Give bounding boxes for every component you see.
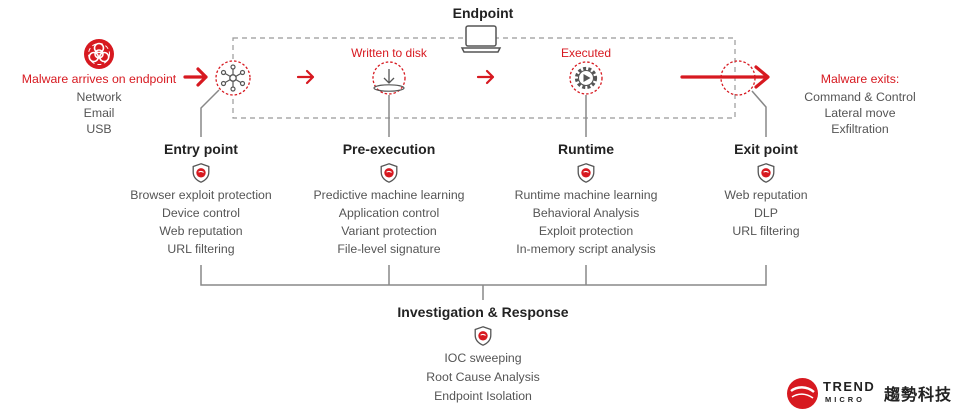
phase-title-runtime: Runtime <box>558 141 614 157</box>
exit-item: Exfiltration <box>831 122 889 136</box>
network-icon <box>215 60 251 96</box>
list-item: DLP <box>754 206 778 220</box>
exit-arrow <box>680 65 770 89</box>
exit-title: Malware exits: <box>820 72 900 86</box>
endpoint-title: Endpoint <box>452 5 514 21</box>
logo-cjk: 趨勢科技 <box>884 387 953 404</box>
exit-node-icon <box>720 60 756 96</box>
list-item: Root Cause Analysis <box>426 370 540 384</box>
connector-exit <box>751 90 767 137</box>
arrival-item: Email <box>83 106 115 120</box>
investigation-list: IOC sweeping Root Cause Analysis Endpoin… <box>398 349 568 406</box>
list-item: In-memory script analysis <box>516 242 656 256</box>
list-item: URL filtering <box>732 224 800 238</box>
phase-list-runtime: Runtime machine learning Behavioral Anal… <box>481 186 691 258</box>
list-item: Web reputation <box>159 224 243 238</box>
list-item: File-level signature <box>337 242 441 256</box>
list-item: IOC sweeping <box>444 351 522 365</box>
arrival-item: Network <box>76 90 122 104</box>
shield-icon <box>577 163 595 183</box>
list-item: Behavioral Analysis <box>532 206 640 220</box>
list-item: Device control <box>162 206 240 220</box>
list-item: Exploit protection <box>538 224 634 238</box>
exit-item: Command & Control <box>804 90 916 104</box>
phase-title-pre-execution: Pre-execution <box>342 141 436 157</box>
logo-word: TREND <box>823 379 876 394</box>
shield-icon <box>474 326 492 346</box>
exit-list: Command & Control Lateral move Exfiltrat… <box>785 89 935 137</box>
list-item: Endpoint Isolation <box>434 389 532 403</box>
flow-arrow-2 <box>296 69 315 85</box>
phase-list-exit-point: Web reputation DLP URL filtering <box>691 186 841 240</box>
list-item: Browser exploit protection <box>130 188 272 202</box>
list-item: Variant protection <box>341 224 437 238</box>
trend-micro-logo: TREND MICRO 趨勢科技 <box>786 376 952 410</box>
flow-arrow-1 <box>183 67 208 87</box>
stage-executed: Executed <box>560 46 612 60</box>
trend-micro-ball-icon <box>787 378 818 409</box>
download-to-disk-icon <box>372 61 406 95</box>
arrival-title: Malware arrives on endpoint <box>21 72 177 86</box>
logo-sub: MICRO <box>825 395 865 404</box>
bottom-bracket <box>200 265 767 286</box>
stage-written-to-disk: Written to disk <box>351 46 427 60</box>
shield-icon <box>192 163 210 183</box>
phase-title-exit-point: Exit point <box>734 141 798 157</box>
connector-entry <box>200 89 220 137</box>
phase-list-entry-point: Browser exploit protection Device contro… <box>106 186 296 258</box>
list-item: Application control <box>338 206 440 220</box>
shield-icon <box>757 163 775 183</box>
shield-icon <box>380 163 398 183</box>
flow-arrow-3 <box>476 69 495 85</box>
investigation-title: Investigation & Response <box>397 304 569 320</box>
phase-title-entry-point: Entry point <box>164 141 238 157</box>
list-item: URL filtering <box>167 242 235 256</box>
phase-list-pre-execution: Predictive machine learning Application … <box>284 186 494 258</box>
list-item: Runtime machine learning <box>514 188 658 202</box>
gear-play-icon <box>569 61 603 95</box>
list-item: Predictive machine learning <box>313 188 465 202</box>
exit-item: Lateral move <box>824 106 896 120</box>
arrival-item: USB <box>86 122 112 136</box>
list-item: Web reputation <box>724 188 808 202</box>
biohazard-icon <box>84 39 114 69</box>
arrival-list: Network Email USB <box>39 89 159 137</box>
laptop-icon <box>460 25 502 53</box>
